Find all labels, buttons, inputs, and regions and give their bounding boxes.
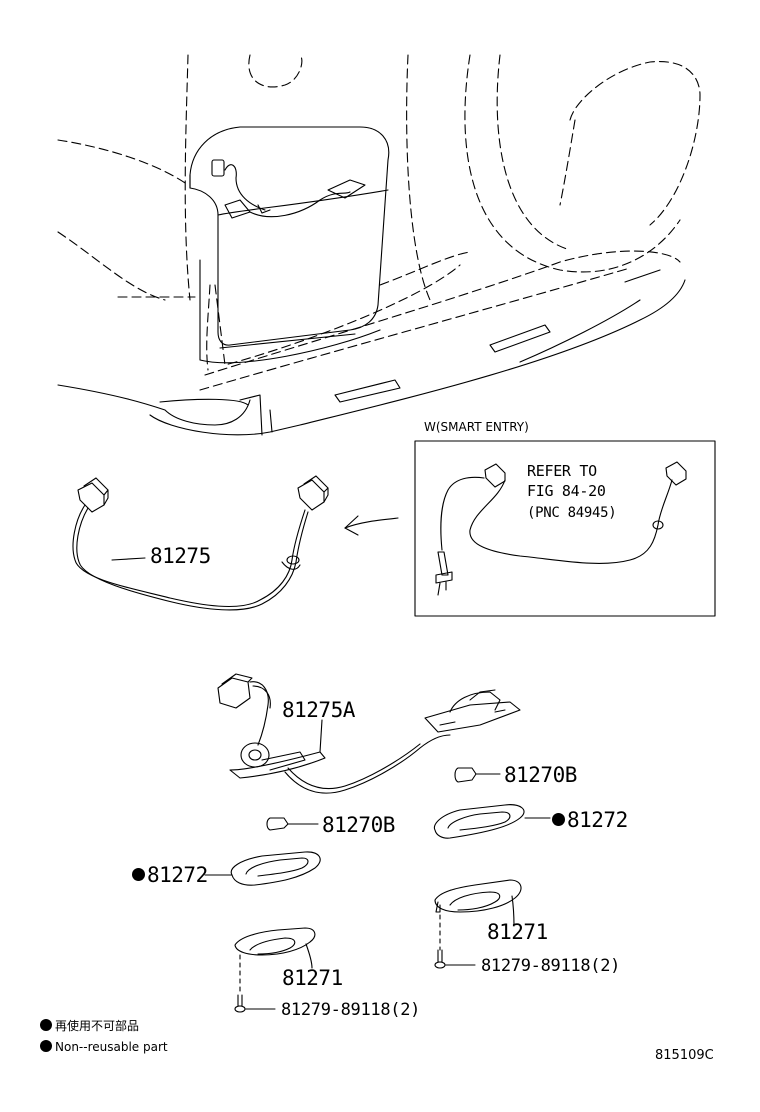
gasket-81272-left-drawing — [204, 851, 321, 886]
part-number-81279-right[interactable]: 81279-89118(2) — [481, 956, 621, 976]
arrow-to-inset — [344, 515, 399, 536]
part-number-81272-left[interactable]: 81272 — [132, 865, 208, 886]
inset-pnc-reference: (PNC 84945) — [527, 505, 617, 521]
part-number-81275[interactable]: 81275 — [150, 544, 211, 568]
smart-entry-inset-box — [414, 440, 716, 617]
inset-refer-line1: REFER TO — [527, 462, 597, 480]
part-number-81270b-right[interactable]: 81270B — [504, 763, 577, 787]
non-reusable-marker-icon — [132, 868, 145, 881]
inset-title: W(SMART ENTRY) — [424, 420, 529, 434]
legend-dot-icon — [40, 1019, 52, 1031]
license-plate-housing — [189, 126, 390, 364]
part-number-81271-left[interactable]: 81271 — [282, 966, 343, 990]
part-number-81275a[interactable]: 81275A — [282, 698, 355, 722]
gasket-81272-right-drawing — [433, 804, 551, 839]
part-number-81272-left-text: 81272 — [147, 863, 208, 887]
inset-refer-line2: FIG 84-20 — [527, 482, 606, 500]
bulb-81270b-right-drawing — [454, 767, 501, 783]
part-number-81272-right-text: 81272 — [567, 808, 628, 832]
part-number-81270b-left[interactable]: 81270B — [322, 813, 395, 837]
legend-japanese-text: 再使用不可部品 — [55, 1019, 140, 1033]
legend-dot-icon — [40, 1040, 52, 1052]
license-lamp-assembly-81275a-drawing — [217, 673, 521, 794]
vehicle-bumper-lines — [57, 269, 686, 436]
part-number-81272-right[interactable]: 81272 — [552, 810, 628, 831]
leader-lines — [111, 557, 323, 753]
legend-english: Non--reusable part — [40, 1040, 168, 1053]
wire-harness-81275-drawing — [72, 475, 329, 611]
legend-english-text: Non--reusable part — [55, 1040, 168, 1054]
screw-left-drawing — [234, 954, 276, 1013]
part-number-81271-right[interactable]: 81271 — [487, 920, 548, 944]
lens-81271-left-drawing — [234, 927, 316, 969]
part-number-81279-left[interactable]: 81279-89118(2) — [281, 1000, 421, 1020]
lens-81271-right-drawing — [434, 879, 522, 927]
non-reusable-marker-icon — [552, 813, 565, 826]
legend-japanese: 再使用不可部品 — [40, 1019, 139, 1032]
figure-number: 815109C — [655, 1048, 714, 1063]
bulb-81270b-left-drawing — [266, 817, 319, 831]
screw-right-drawing — [434, 914, 476, 969]
vehicle-rear-outline — [57, 54, 701, 391]
